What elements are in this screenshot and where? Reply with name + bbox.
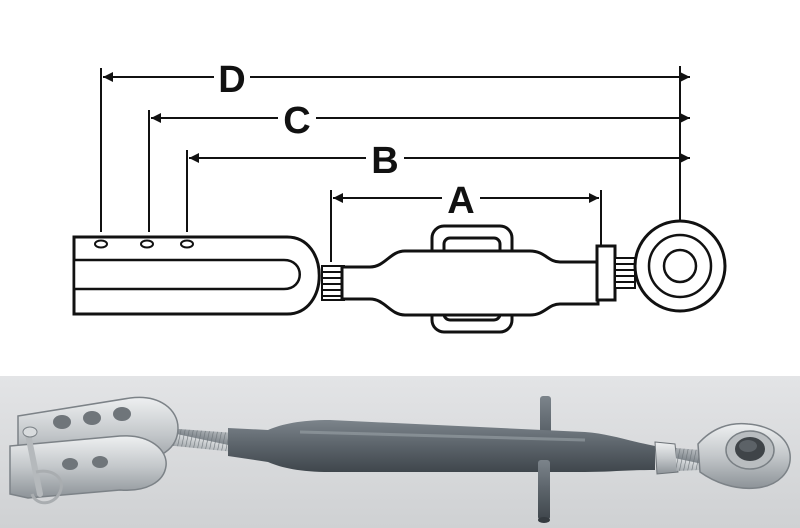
dimension-label-d: D [218, 59, 245, 101]
clevis-holes [94, 239, 194, 249]
clevis-fork-outline [72, 235, 321, 316]
product-photo [0, 376, 800, 528]
dimension-diagram: D C B A [72, 59, 727, 334]
clevis-hole-3 [180, 239, 194, 249]
clevis-hole-1 [94, 239, 108, 249]
clevis-hole-2 [140, 239, 154, 249]
dimension-label-c: C [283, 100, 310, 142]
dimension-label-a: A [447, 180, 474, 222]
left-thread-outline [321, 265, 345, 301]
photo-ball-eye [697, 422, 791, 490]
photo-lock-nut [654, 441, 679, 475]
dimension-a: A [333, 180, 599, 222]
dimension-d: D [103, 59, 690, 101]
turnbuckle-body-outline [340, 249, 600, 317]
photo-clevis [9, 396, 179, 505]
dimension-c: C [151, 100, 690, 142]
diagram-svg: D C B A [72, 59, 727, 334]
photo-handle-bottom [538, 460, 550, 520]
photo-right-thread [676, 448, 700, 471]
dimension-b: B [189, 140, 690, 182]
right-thread-outline [614, 257, 636, 289]
lock-nut-outline [595, 244, 617, 302]
photo-left-thread [165, 428, 235, 452]
photo-svg [0, 376, 800, 528]
dimension-label-b: B [371, 140, 398, 182]
ball-eye-outline [633, 219, 727, 313]
